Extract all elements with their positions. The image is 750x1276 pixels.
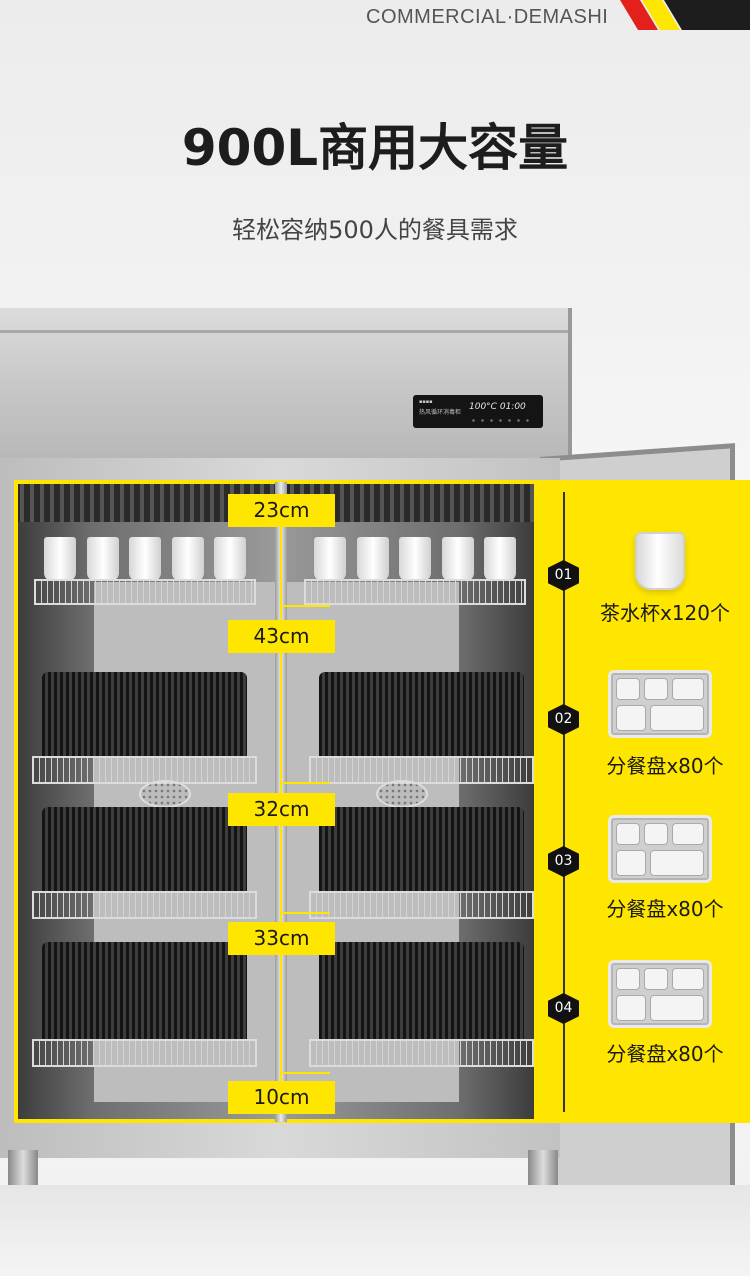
dimension-label: 43cm	[228, 620, 335, 653]
tray-icon	[608, 815, 712, 883]
tray-rack	[32, 807, 257, 919]
cup-icon	[635, 532, 685, 590]
item-label: 茶水杯x120个	[599, 601, 730, 625]
item-badge: 04	[548, 993, 579, 1024]
item-label: 分餐盘x80个	[606, 1042, 724, 1066]
page-title: 900L商用大容量	[181, 119, 569, 177]
tray-rack	[309, 942, 534, 1067]
tray-rack	[309, 672, 534, 784]
cup-rack	[304, 527, 526, 605]
panel-brand-mark: ▪▪▪▪	[419, 399, 433, 405]
fan-vent-icon	[139, 780, 191, 808]
dimension-label: 32cm	[228, 793, 335, 826]
tray-rack	[309, 807, 534, 919]
tray-icon	[608, 670, 712, 738]
brand-stripes-icon	[620, 0, 750, 30]
control-panel: ▪▪▪▪ 热风循环消毒柜 100°C 01:00	[413, 395, 543, 428]
tray-rack	[32, 942, 257, 1067]
item-label: 分餐盘x80个	[606, 754, 724, 778]
cup-rack	[34, 527, 256, 605]
dimension-tick	[280, 1072, 330, 1074]
capacity-timeline	[563, 492, 565, 1112]
dimension-tick	[280, 912, 330, 914]
tray-rack	[32, 672, 257, 784]
item-label: 分餐盘x80个	[606, 897, 724, 921]
panel-label: 热风循环消毒柜	[419, 409, 462, 416]
panel-readout: 100°C 01:00	[469, 402, 526, 412]
dimension-label: 33cm	[228, 922, 335, 955]
dimension-tick	[280, 782, 330, 784]
dimension-label: 23cm	[228, 494, 335, 527]
dimension-label: 10cm	[228, 1081, 335, 1114]
brand-text: COMMERCIAL·DEMASHI	[366, 6, 609, 28]
panel-buttons	[469, 419, 529, 422]
item-badge: 01	[548, 560, 579, 591]
cabinet-top	[0, 308, 572, 458]
item-badge: 02	[548, 704, 579, 735]
dimension-tick	[280, 605, 330, 607]
floor	[0, 1185, 750, 1276]
item-badge: 03	[548, 846, 579, 877]
page-subtitle: 轻松容纳500人的餐具需求	[232, 216, 518, 244]
tray-icon	[608, 960, 712, 1028]
